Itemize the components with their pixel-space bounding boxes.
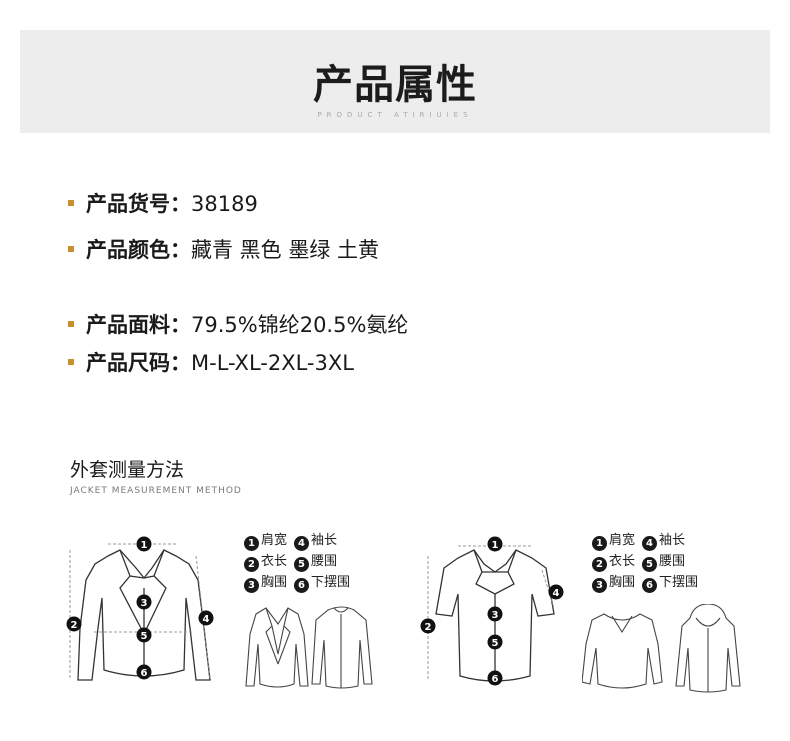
legend-number: 6 xyxy=(642,578,658,593)
bullet-icon xyxy=(68,359,74,365)
legend-hem: 下摆围 xyxy=(311,575,351,590)
legend-shoulder: 肩宽 xyxy=(261,533,288,548)
legend-number: 1 xyxy=(592,536,607,551)
spec-value: 79.5%锦纶20.5%氨纶 xyxy=(191,313,409,337)
section-subtitle: JACKET MEASUREMENT METHOD xyxy=(70,486,242,496)
bullet-icon xyxy=(68,200,74,206)
marker-1: 1 xyxy=(492,540,499,551)
legend-chest: 胸围 xyxy=(609,575,636,590)
legend-waist: 腰围 xyxy=(659,554,686,569)
legend-hem: 下摆围 xyxy=(659,575,699,590)
marker-1: 1 xyxy=(141,540,148,551)
legend-number: 2 xyxy=(592,557,607,572)
blazer-jacket-illustrations xyxy=(245,606,373,689)
marker-2: 2 xyxy=(71,620,78,631)
spec-value: 38189 xyxy=(191,192,258,216)
legend-number: 3 xyxy=(592,578,607,593)
legend-number: 5 xyxy=(642,557,658,572)
spec-value: 藏青 黑色 墨绿 土黄 xyxy=(191,238,380,262)
spec-label: 产品面料： xyxy=(86,313,191,337)
banner-subtitle: PRODUCT ATIRIUIES xyxy=(317,111,473,119)
spec-item-number: 产品货号：38189 xyxy=(68,188,258,218)
marker-5: 5 xyxy=(492,638,499,649)
legend-waist: 腰围 xyxy=(311,554,338,569)
legend-number: 3 xyxy=(244,578,259,593)
sweater-hoodie-illustrations xyxy=(582,604,741,693)
marker-4: 4 xyxy=(553,588,560,599)
legend-number: 6 xyxy=(294,578,310,593)
bullet-icon xyxy=(68,246,74,252)
legend-length: 衣长 xyxy=(261,554,288,569)
product-attributes-banner: 产品属性 PRODUCT ATIRIUIES xyxy=(20,30,770,133)
legend-shoulder: 肩宽 xyxy=(609,533,636,548)
spec-item-colors: 产品颜色：藏青 黑色 墨绿 土黄 xyxy=(68,234,379,264)
legend-number: 4 xyxy=(294,536,310,551)
spec-item-fabric: 产品面料：79.5%锦纶20.5%氨纶 xyxy=(68,309,408,339)
spec-item-sizes: 产品尺码：M-L-XL-2XL-3XL xyxy=(68,347,354,377)
banner-title: 产品属性 xyxy=(313,62,477,108)
jacket-measurement-diagram: 1 3 2 4 5 6 xyxy=(66,536,214,681)
section-title: 外套测量方法 xyxy=(70,459,185,481)
legend-sleeve: 袖长 xyxy=(311,533,338,548)
legend-number: 4 xyxy=(642,536,658,551)
spec-label: 产品颜色： xyxy=(86,238,191,262)
marker-3: 3 xyxy=(492,610,499,621)
shirt-measurement-diagram: 1 3 2 4 5 6 xyxy=(420,536,564,686)
spec-value: M-L-XL-2XL-3XL xyxy=(191,351,354,375)
marker-6: 6 xyxy=(492,674,499,685)
legend-length: 衣长 xyxy=(609,554,636,569)
bullet-icon xyxy=(68,321,74,327)
spec-label: 产品尺码： xyxy=(86,351,191,375)
marker-6: 6 xyxy=(141,668,148,679)
legend-number: 5 xyxy=(294,557,310,572)
legend-number: 2 xyxy=(244,557,259,572)
spec-label: 产品货号： xyxy=(86,192,191,216)
marker-2: 2 xyxy=(425,622,432,633)
marker-3: 3 xyxy=(141,598,148,609)
marker-4: 4 xyxy=(203,614,210,625)
marker-5: 5 xyxy=(141,631,148,642)
legend-number: 1 xyxy=(244,536,259,551)
legend-chest: 胸围 xyxy=(261,575,288,590)
legend-sleeve: 袖长 xyxy=(659,533,686,548)
